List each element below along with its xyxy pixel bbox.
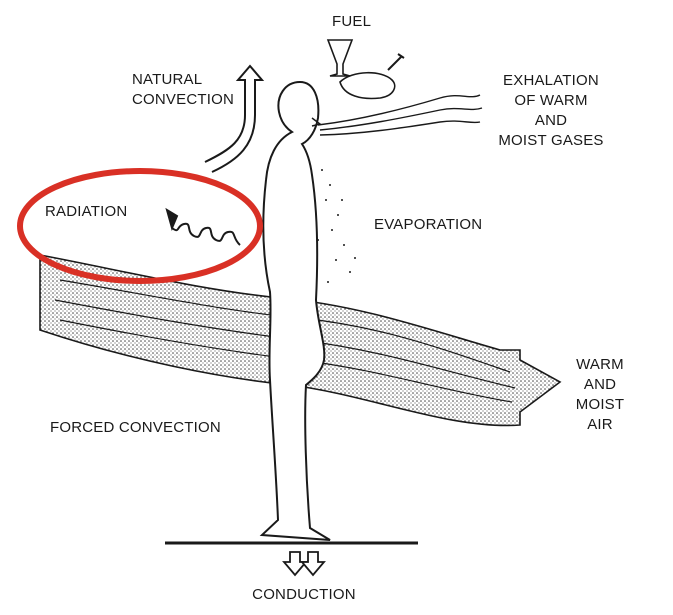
label-forced-convection: FORCED CONVECTION (50, 418, 221, 437)
radiation-squiggle (167, 210, 240, 245)
label-fuel: FUEL (332, 12, 371, 31)
label-evaporation: EVAPORATION (374, 215, 482, 234)
radiation-highlight-circle (20, 171, 260, 281)
natural-convection-arrow (205, 66, 262, 172)
label-warm-air-1: WARM (570, 355, 630, 374)
label-exhalation-3: AND (486, 111, 616, 130)
fuel-icon (328, 40, 404, 98)
label-warm-air-4: AIR (570, 415, 630, 434)
label-radiation: RADIATION (45, 202, 127, 221)
label-warm-air-3: MOIST (570, 395, 630, 414)
label-conduction: CONDUCTION (236, 585, 372, 604)
label-exhalation-4: MOIST GASES (486, 131, 616, 150)
label-exhalation-1: EXHALATION (486, 71, 616, 90)
evaporation-dots (317, 169, 356, 283)
conduction-arrows (284, 552, 324, 575)
label-warm-air-2: AND (570, 375, 630, 394)
label-natural-convection-2: CONVECTION (132, 90, 234, 109)
label-exhalation-2: OF WARM (486, 91, 616, 110)
exhalation-wisps (318, 95, 482, 135)
label-natural-convection-1: NATURAL (132, 70, 202, 89)
